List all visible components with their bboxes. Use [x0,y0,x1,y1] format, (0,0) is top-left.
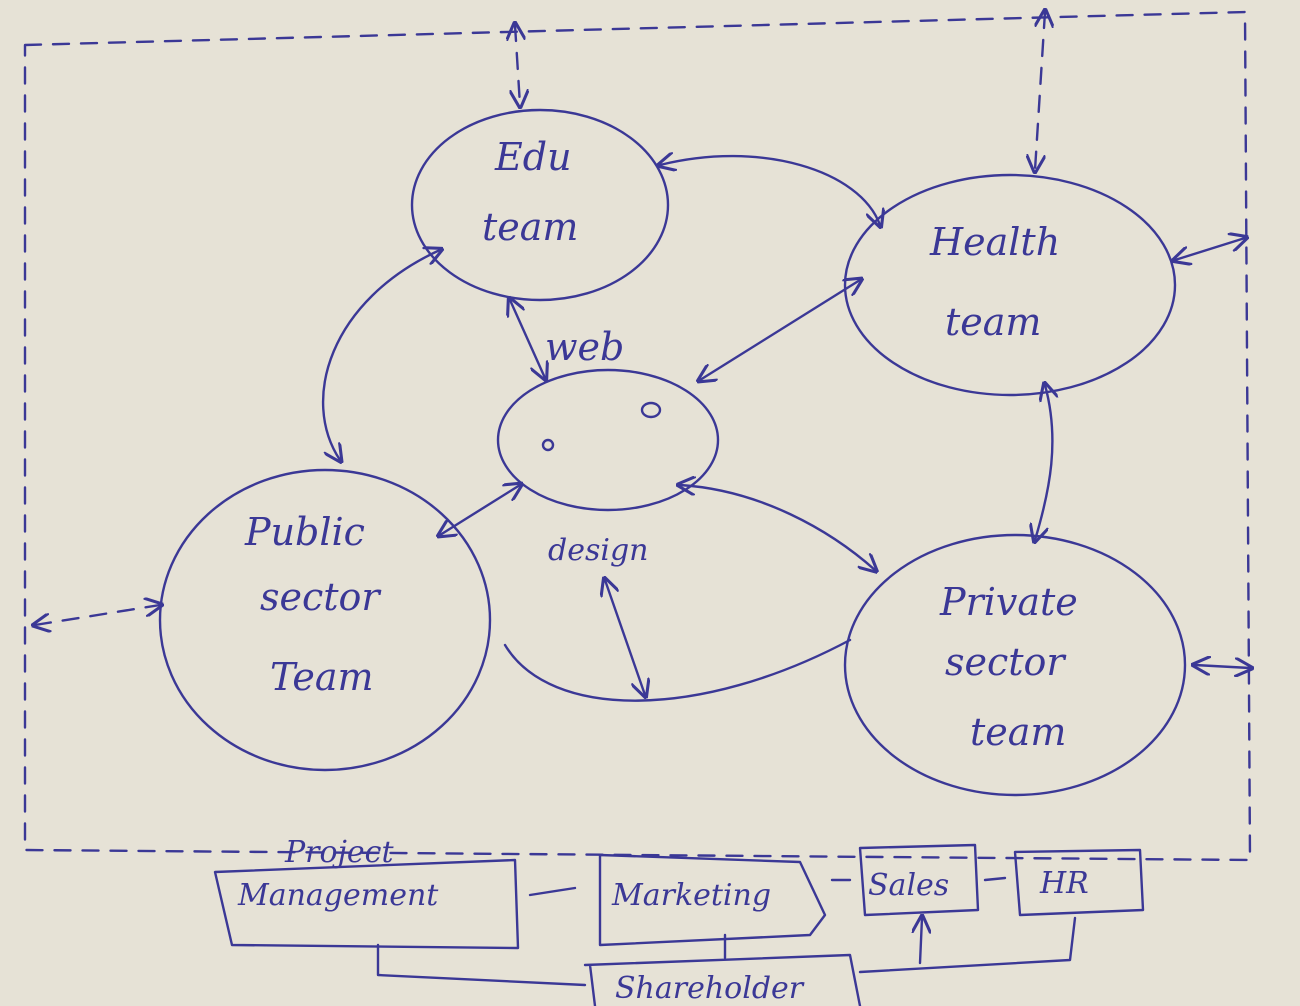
edu-public-arrow [321,250,440,460]
edu-web-arrow [510,300,545,378]
edu-label-line2: team [482,205,578,249]
private-right-arrow [1195,665,1250,668]
health-right-arrow [1175,238,1245,260]
hr-label: HR [1039,866,1089,901]
health-web-arrow [700,280,860,380]
pm-shareholder-link [376,943,587,987]
shareholder-box: Shareholder [583,953,862,1006]
edu-label-line1: Edu [494,135,572,179]
public-label-line3: Team [270,655,374,699]
health-private-arrow [1035,385,1052,540]
edu-external-arrow [515,25,520,105]
public-label-line2: sector [260,575,382,619]
marketing-box: Marketing [598,853,827,947]
public-private-curve [503,638,852,702]
project-management-box: Project Management [213,835,520,950]
design-label: design [548,533,648,568]
private-label-line2: sector [945,640,1067,684]
public-sector-team-node: Public sector Team [158,468,492,772]
public-external-arrow [35,605,160,625]
sales-label: Sales [868,868,949,903]
shareholder-label: Shareholder [615,971,805,1006]
edu-health-arrow [660,156,880,225]
marketing-label: Marketing [611,878,771,913]
health-label-line1: Health [929,220,1060,264]
health-external-arrow [1035,12,1045,170]
management-label: Management [237,878,439,913]
sales-box: Sales [858,843,980,917]
health-label-line2: team [945,300,1041,344]
project-label: Project [284,835,394,870]
hr-shareholder-link [858,916,1077,974]
health-team-node: Health team [843,173,1177,397]
edu-team-node: Edu team [410,108,670,302]
public-label-line1: Public [244,510,365,554]
sales-hr-link [983,876,1007,882]
private-label-line1: Private [939,580,1078,624]
hr-box: HR [1013,848,1145,917]
outer-boundary [23,10,1252,862]
private-label-line3: team [970,710,1066,754]
web-label: web [545,325,624,369]
pm-marketing-link [528,886,577,897]
web-private-arrow [680,485,875,570]
web-public-arrow [440,485,520,535]
web-design-node: web design [496,325,720,568]
sales-shareholder-link [920,918,922,965]
private-sector-team-node: Private sector team [843,533,1187,797]
design-arrow [605,580,645,695]
